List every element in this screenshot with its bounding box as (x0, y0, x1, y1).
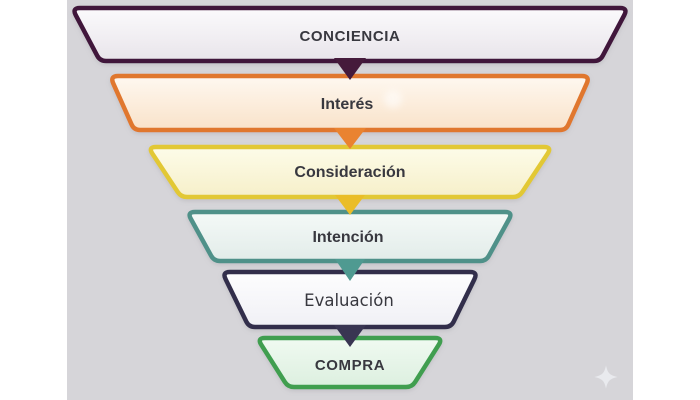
stage-shape-conciencia (72, 5, 628, 64)
stage-shape-compra (257, 335, 443, 390)
funnel-stage-interes: Interés (110, 73, 590, 133)
arrow-down-icon-5 (334, 325, 366, 347)
arrow-down-icon-3 (335, 195, 365, 215)
funnel-stage-consideracion: Consideración (148, 144, 552, 200)
sparkle-icon (594, 365, 618, 389)
stage-label-interes: Interés (321, 96, 374, 113)
funnel-stage-evaluacion: Evaluación (222, 269, 478, 330)
stage-label-conciencia: CONCIENCIA (299, 28, 400, 45)
stage-label-evaluacion: Evaluación (304, 291, 394, 310)
funnel-arrows (334, 58, 366, 347)
funnel-stage-conciencia: CONCIENCIA (72, 5, 628, 64)
stage-label-compra: COMPRA (315, 357, 385, 374)
arrow-down-icon-2 (334, 128, 366, 149)
funnel-stage-intencion: Intención (187, 209, 513, 264)
arrow-down-icon-1 (334, 58, 366, 80)
arrow-down-icon-4 (335, 259, 365, 281)
stage-shape-consideracion (148, 144, 552, 200)
smudge-highlight (384, 90, 402, 108)
stage-label-consideracion: Consideración (294, 164, 405, 181)
stage-label-intencion: Intención (312, 229, 383, 246)
stage-shape-intencion (187, 209, 513, 264)
stage-shape-interes (110, 73, 590, 133)
stage-shape-evaluacion (222, 269, 478, 330)
funnel-stage-compra: COMPRA (257, 335, 443, 390)
